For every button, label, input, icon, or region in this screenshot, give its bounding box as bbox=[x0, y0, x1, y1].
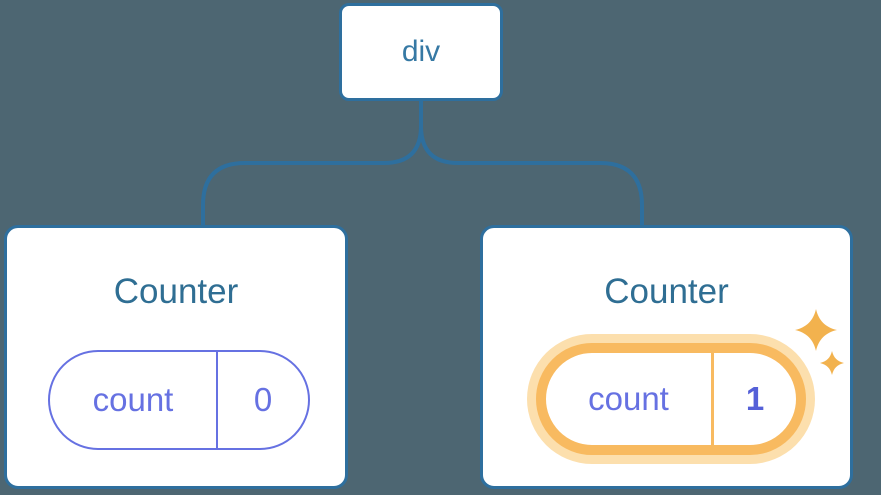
state-value: 1 bbox=[745, 380, 765, 417]
connector-left-branch bbox=[201, 101, 423, 226]
tree-node-div: div bbox=[339, 3, 503, 101]
state-key-label: count bbox=[92, 381, 174, 418]
state-pill: count 0 bbox=[48, 350, 310, 450]
counter-title: Counter bbox=[604, 272, 729, 311]
connector-right-branch bbox=[419, 101, 644, 226]
pill-divider bbox=[216, 352, 218, 448]
state-key-label: count bbox=[588, 380, 669, 417]
pill-divider bbox=[711, 353, 714, 445]
counter-title: Counter bbox=[113, 272, 239, 311]
div-node-label: div bbox=[401, 35, 441, 68]
state-pill-highlighted: count 1 bbox=[536, 343, 806, 455]
counter-card-0: Counter count 0 bbox=[4, 225, 348, 489]
state-value: 0 bbox=[253, 381, 273, 418]
counter-card-1: Counter count 1 bbox=[480, 225, 853, 489]
